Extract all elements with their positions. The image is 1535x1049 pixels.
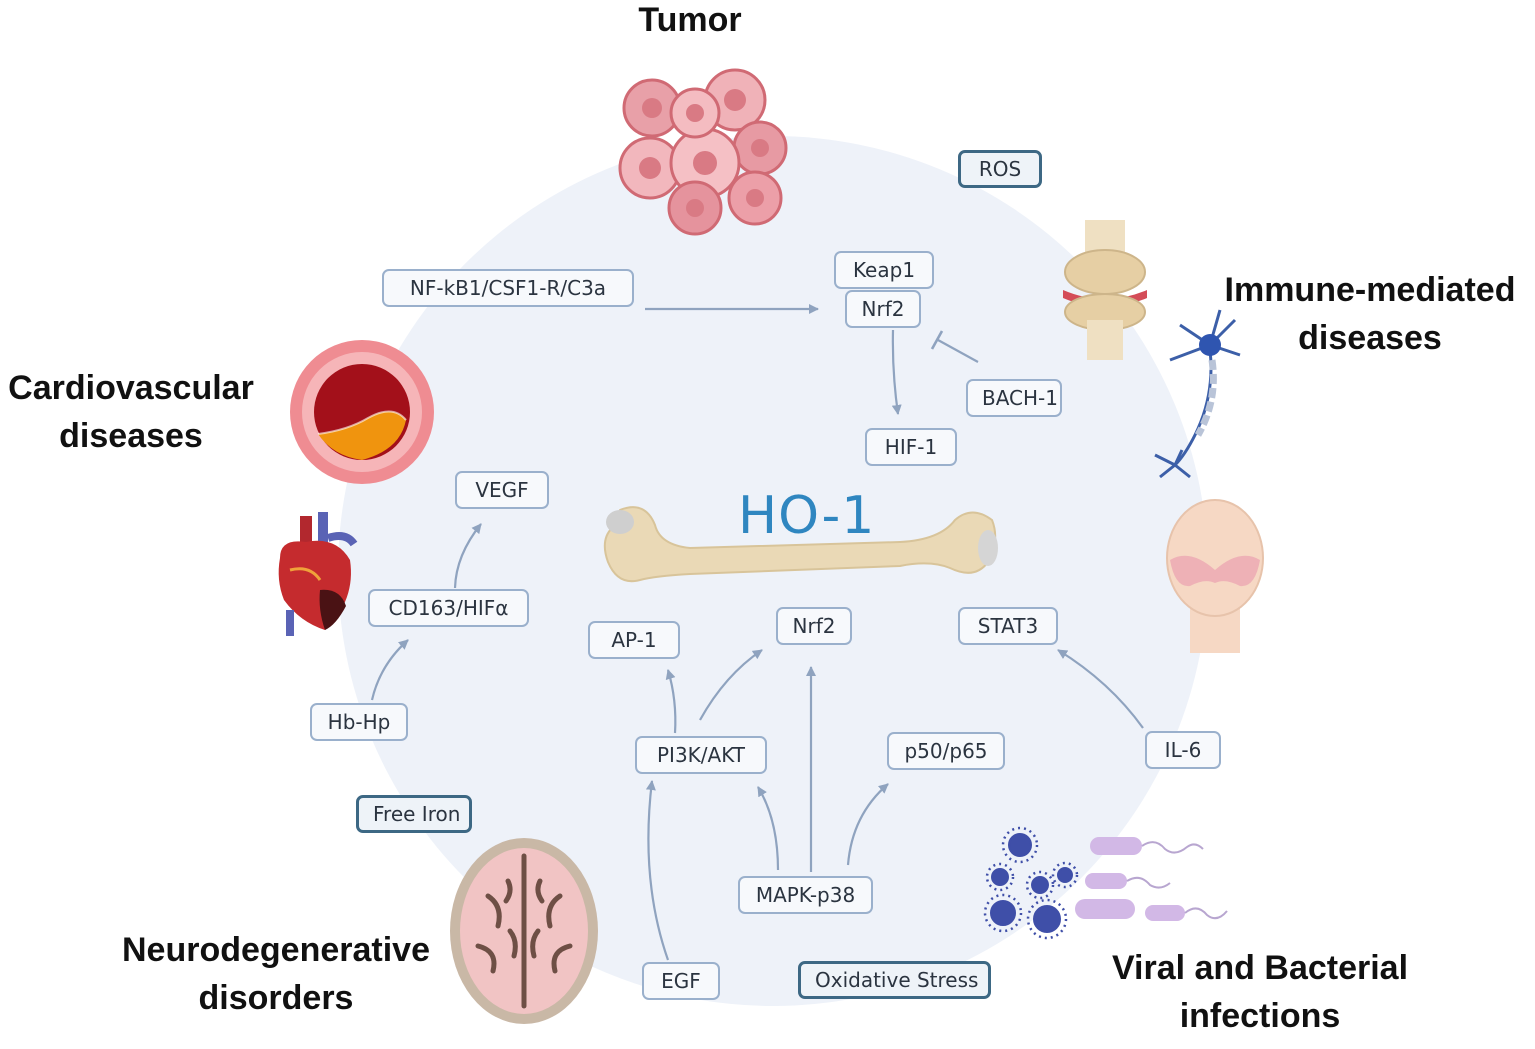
node-stat3: STAT3 bbox=[958, 607, 1058, 645]
inhibit-bach1-nrf2 bbox=[937, 339, 979, 363]
neuron-icon bbox=[1154, 309, 1241, 479]
node-hif1: HIF-1 bbox=[865, 428, 957, 466]
arrow-nrf2-hif1 bbox=[891, 329, 902, 415]
node-ros: ROS bbox=[958, 150, 1042, 188]
node-nfkb1-csf1r-c3a: NF-kB1/CSF1-R/C3a bbox=[382, 269, 634, 307]
label-infections: Viral and Bacterial infections bbox=[1111, 949, 1409, 1035]
arrow-pi3k-nrf2 bbox=[699, 649, 763, 721]
arrow-mapk-p50 bbox=[846, 783, 889, 866]
node-ap1: AP-1 bbox=[588, 621, 680, 659]
brain-scan-icon bbox=[450, 838, 598, 1024]
label-neurodegenerative: Neurodegenerative disorders bbox=[122, 931, 430, 1017]
node-bach1: BACH-1 bbox=[966, 379, 1062, 417]
heart-icon bbox=[278, 512, 358, 636]
node-vegf: VEGF bbox=[455, 471, 549, 509]
label-tumor: Tumor bbox=[638, 1, 742, 39]
node-free-iron: Free Iron bbox=[356, 795, 472, 833]
tumor-cells-icon bbox=[618, 68, 788, 236]
knee-joint-icon bbox=[1063, 220, 1147, 360]
virus-bacteria-icon bbox=[983, 826, 1228, 940]
node-egf: EGF bbox=[642, 962, 720, 1000]
arrow-hbhp-cd163 bbox=[370, 639, 409, 701]
node-il6: IL-6 bbox=[1145, 731, 1221, 769]
node-nrf2-mid: Nrf2 bbox=[776, 607, 852, 645]
node-oxidative-stress: Oxidative Stress bbox=[798, 961, 991, 999]
node-keap1: Keap1 bbox=[834, 251, 934, 289]
arrow-il6-stat3 bbox=[1057, 649, 1144, 729]
center-label-ho1: HO-1 bbox=[738, 486, 876, 546]
node-cd163-hifa: CD163/HIFα bbox=[368, 589, 529, 627]
node-nrf2-top: Nrf2 bbox=[845, 290, 921, 328]
node-p50-p65: p50/p65 bbox=[887, 732, 1005, 770]
arrow-mapk-pi3k bbox=[757, 786, 780, 871]
arrow-egf-pi3k bbox=[645, 780, 670, 961]
node-hb-hp: Hb-Hp bbox=[310, 703, 408, 741]
label-immune-mediated: Immune-mediated diseases bbox=[1224, 271, 1516, 357]
face-rash-icon bbox=[1166, 499, 1264, 653]
label-cardiovascular: Cardiovascular diseases bbox=[8, 369, 254, 455]
artery-plaque-icon bbox=[290, 340, 434, 484]
bone-icon bbox=[603, 506, 998, 583]
node-mapk-p38: MAPK-p38 bbox=[738, 876, 873, 914]
arrow-cd163-vegf bbox=[453, 523, 482, 589]
inhibit-bar bbox=[930, 330, 944, 350]
arrow-pi3k-ap1 bbox=[665, 669, 677, 734]
node-pi3k-akt: PI3K/AKT bbox=[635, 736, 767, 774]
